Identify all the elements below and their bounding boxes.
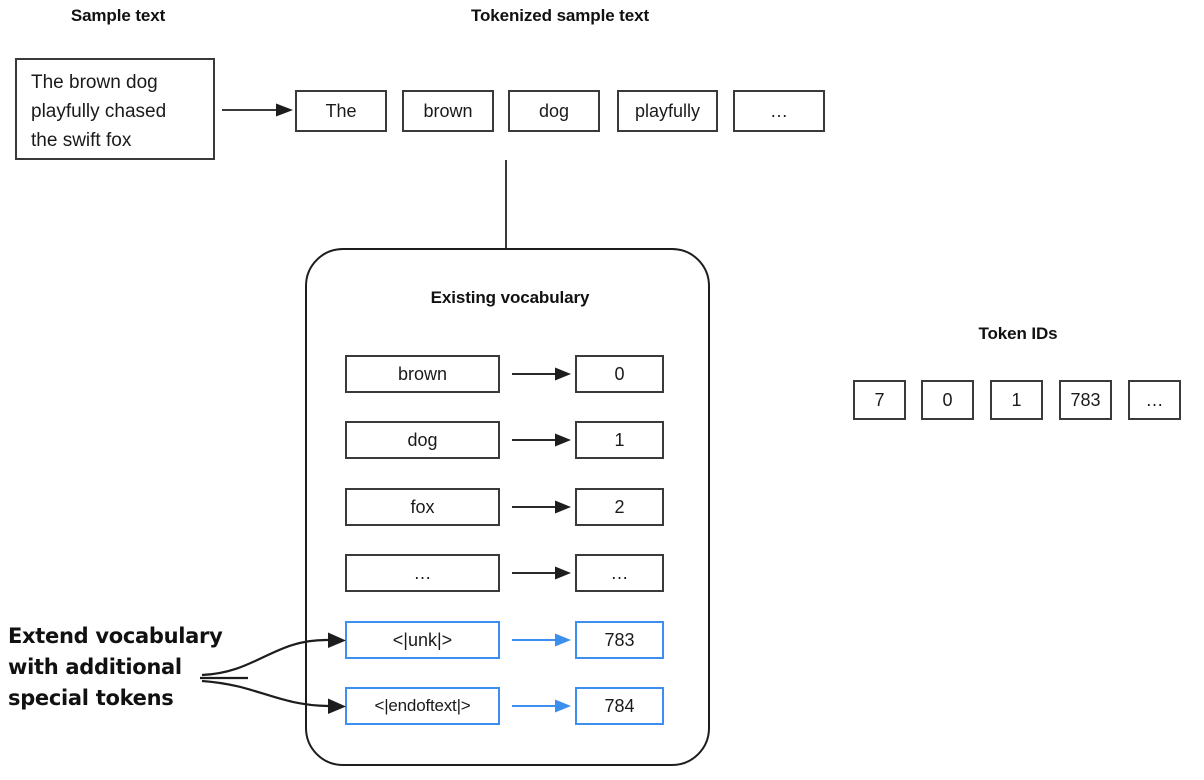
existing-vocabulary-panel: [305, 248, 710, 766]
tokens-to-vocabulary-connector: [505, 160, 507, 250]
vocabulary-id-box: 1: [575, 421, 664, 459]
token-id-box: 7: [853, 380, 906, 420]
vocabulary-special-id-box: 784: [575, 687, 664, 725]
token-ids-heading: Token IDs: [978, 324, 1058, 343]
vocabulary-map-arrow: [512, 495, 572, 519]
sample-to-tokens-arrow: [222, 96, 294, 124]
vocabulary-special-id-box: 783: [575, 621, 664, 659]
token-box: playfully: [617, 90, 718, 132]
tokenized-sample-text-heading: Tokenized sample text: [470, 6, 650, 25]
sample-text-heading: Sample text: [70, 6, 166, 25]
token-id-box: 1: [990, 380, 1043, 420]
vocabulary-id-box: …: [575, 554, 664, 592]
annotation-line-3: special tokens: [8, 686, 174, 710]
sample-text-line-2: playfully chased: [31, 101, 167, 122]
sample-text-line-3: the swift fox: [31, 130, 132, 151]
token-box: …: [733, 90, 825, 132]
vocabulary-map-arrow: [512, 428, 572, 452]
token-id-box: …: [1128, 380, 1181, 420]
token-id-box: 0: [921, 380, 974, 420]
vocabulary-special-word-box: <|unk|>: [345, 621, 500, 659]
vocabulary-special-map-arrow: [512, 694, 572, 718]
token-box: brown: [402, 90, 494, 132]
vocabulary-word-box: fox: [345, 488, 500, 526]
vocabulary-id-box: 2: [575, 488, 664, 526]
vocabulary-map-arrow: [512, 362, 572, 386]
token-box: The: [295, 90, 387, 132]
extend-vocabulary-annotation: Extend vocabulary with additional specia…: [8, 621, 223, 714]
sample-text-box: The brown dog playfully chased the swift…: [15, 58, 215, 160]
annotation-line-2: with additional: [8, 655, 182, 679]
vocabulary-map-arrow: [512, 561, 572, 585]
existing-vocabulary-heading: Existing vocabulary: [430, 288, 590, 307]
token-box: dog: [508, 90, 600, 132]
vocabulary-special-word-box: <|endoftext|>: [345, 687, 500, 725]
sample-text-line-1: The brown dog: [31, 72, 158, 93]
vocabulary-id-box: 0: [575, 355, 664, 393]
token-id-box: 783: [1059, 380, 1112, 420]
annotation-branch-arrows: [196, 615, 356, 730]
annotation-line-1: Extend vocabulary: [8, 624, 223, 648]
vocabulary-word-box: …: [345, 554, 500, 592]
vocabulary-word-box: brown: [345, 355, 500, 393]
vocabulary-word-box: dog: [345, 421, 500, 459]
vocabulary-special-map-arrow: [512, 628, 572, 652]
